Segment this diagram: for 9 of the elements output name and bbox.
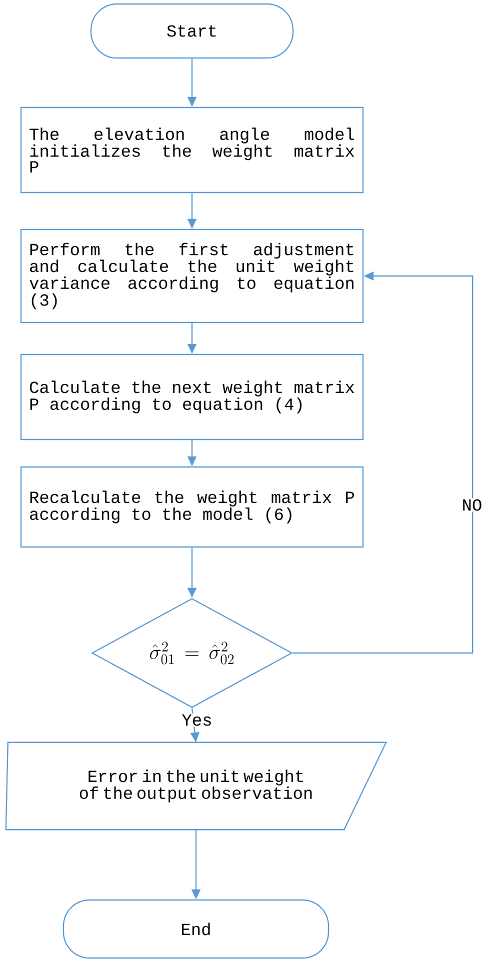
output-parallelogram: Error in the unit weight of the output observation bbox=[5, 742, 388, 830]
edge-label: Yes bbox=[180, 713, 214, 727]
edge-label: NO bbox=[460, 498, 483, 512]
process-box: Recalculate the weight matrix P according to the model (6) bbox=[20, 466, 364, 548]
process-box: The elevation angle model initializes the weight matrix P bbox=[20, 106, 364, 194]
terminal-box: Start bbox=[90, 3, 294, 59]
terminal-box: End bbox=[62, 899, 330, 959]
process-box: Perform the first adjustment and calculate the unit weight variance according to equation (3) bbox=[20, 228, 364, 324]
process-box: Calculate the next weight matrix P according to equation (4) bbox=[20, 354, 364, 440]
